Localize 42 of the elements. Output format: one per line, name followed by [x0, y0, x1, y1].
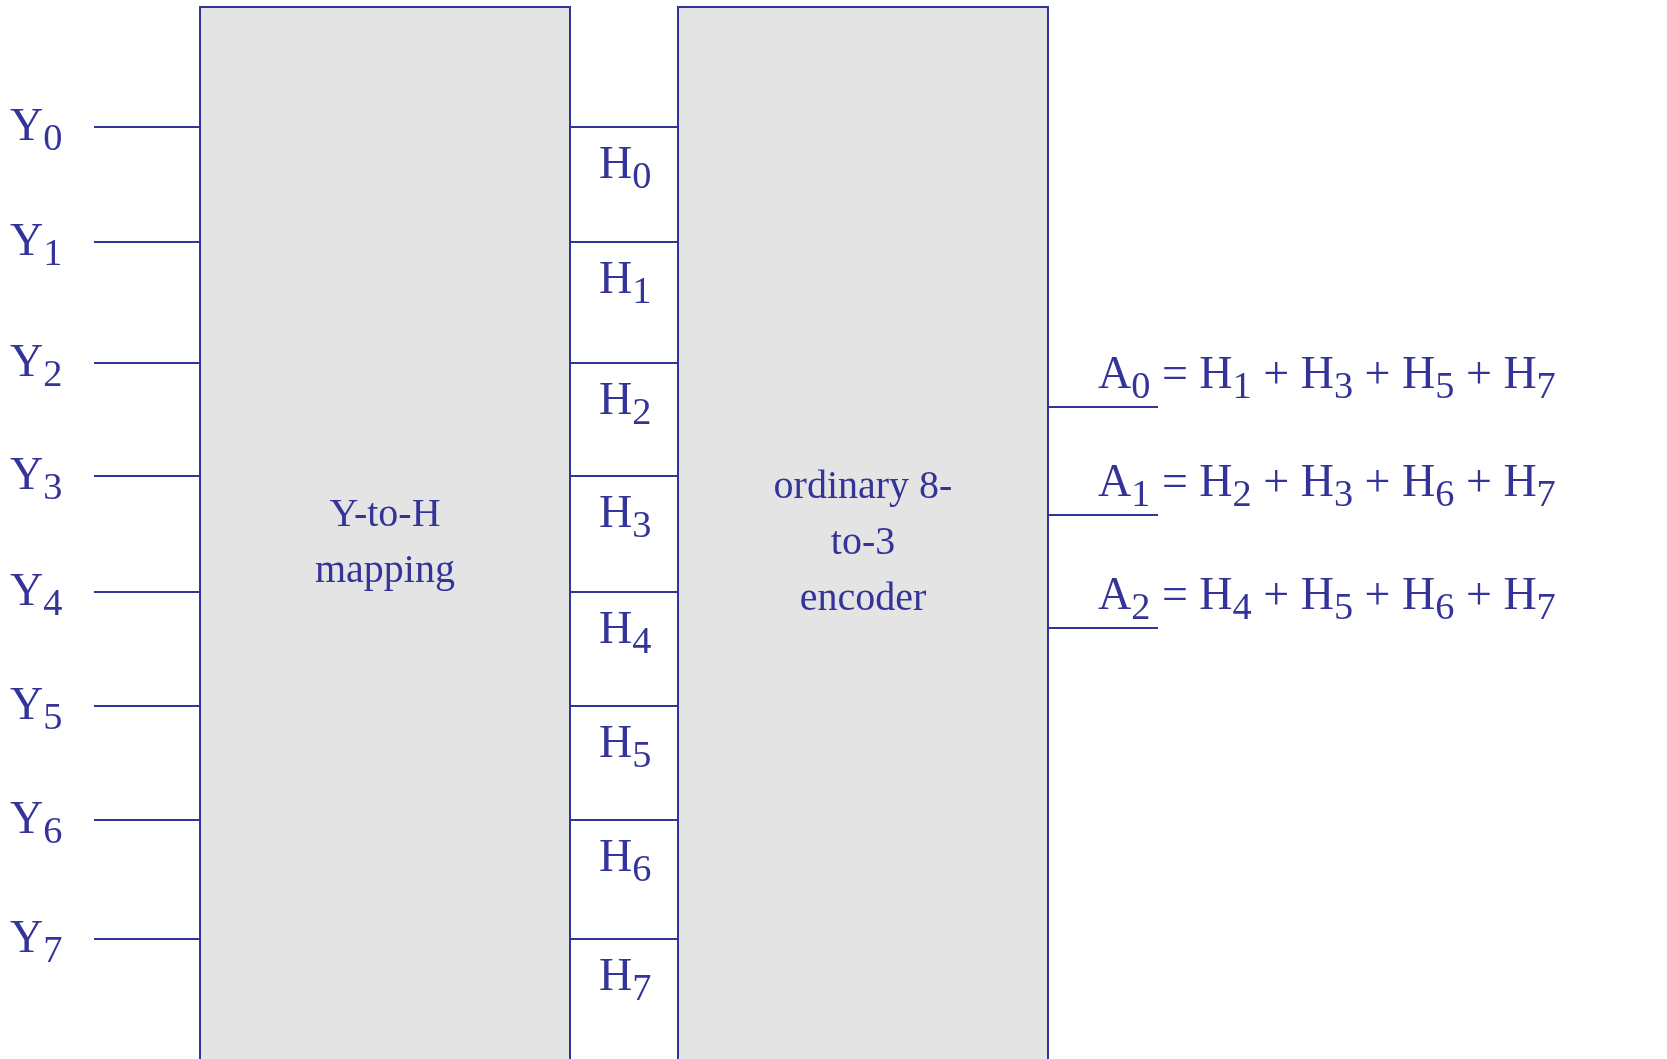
signal-line: [93, 126, 200, 128]
signal-line: [570, 705, 678, 707]
signal-label: Y$_{3}$: [10, 444, 94, 514]
signal-label: A$_{1}$ = H$_{2}$ + H$_{3}$ + H$_{6}$ + H$_{7}$: [1098, 451, 1658, 515]
edge-label: H$_{0}$: [599, 136, 652, 199]
signal-line: [570, 126, 678, 128]
signal-label: Y$_{6}$: [10, 788, 94, 858]
signal-line: [570, 591, 678, 593]
signal-line: [93, 819, 200, 821]
signal-label: Y$_{5}$: [10, 674, 94, 744]
process-box: [677, 6, 1049, 1059]
signal-line: [570, 938, 678, 940]
signal-line: [93, 938, 200, 940]
signal-line: [570, 362, 678, 364]
signal-label: Y$_{7}$: [10, 907, 94, 977]
signal-label: Y$_{2}$: [10, 331, 94, 401]
edge-label: H$_{2}$: [599, 372, 652, 435]
block-label: ordinary 8-to-3 encoder: [772, 461, 954, 621]
signal-label: Y$_{0}$: [10, 95, 94, 165]
signal-line: [93, 241, 200, 243]
signal-line: [93, 475, 200, 477]
signal-label: Y$_{1}$: [10, 210, 94, 280]
edge-label: H$_{3}$: [599, 485, 652, 548]
signal-label: A$_{2}$ = H$_{4}$ + H$_{5}$ + H$_{6}$ + H$_{7}$: [1098, 564, 1658, 628]
signal-line: [570, 819, 678, 821]
edge-label: H$_{4}$: [599, 601, 652, 664]
signal-line: [93, 362, 200, 364]
signal-label: A$_{0}$ = H$_{1}$ + H$_{3}$ + H$_{5}$ + H$_{7}$: [1098, 343, 1658, 407]
edge-label: H$_{1}$: [599, 251, 652, 314]
edge-label: H$_{7}$: [599, 948, 652, 1011]
signal-line: [1048, 627, 1159, 629]
edge-label: H$_{5}$: [599, 715, 652, 778]
signal-line: [1048, 514, 1159, 516]
signal-line: [570, 241, 678, 243]
block-label: Y-to-H mapping: [314, 489, 456, 593]
signal-line: [1048, 406, 1159, 408]
signal-label: Y$_{4}$: [10, 560, 94, 630]
signal-line: [93, 591, 200, 593]
process-box: [199, 6, 571, 1059]
edge-label: H$_{6}$: [599, 829, 652, 892]
signal-line: [93, 705, 200, 707]
signal-line: [570, 475, 678, 477]
